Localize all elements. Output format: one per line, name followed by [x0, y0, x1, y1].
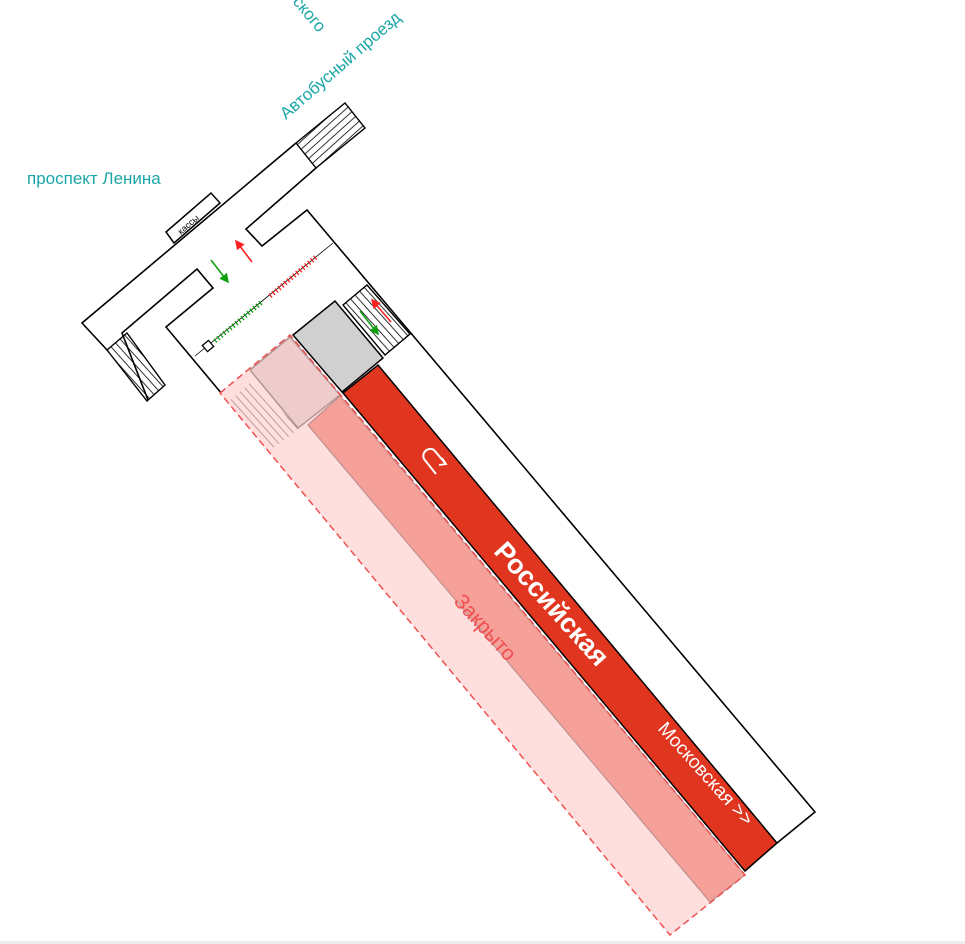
platform-track-active [341, 363, 779, 873]
entry-turnstiles [213, 299, 265, 343]
street-label-bus: Автобусный проезд [276, 8, 404, 123]
page-bottom-border [0, 941, 965, 944]
green-arrow-icon [210, 259, 229, 284]
street-label-lenina: проспект Ленина [27, 169, 161, 188]
u-turn-icon [422, 447, 446, 475]
red-arrow-icon [370, 298, 392, 323]
escalator-hall [291, 299, 385, 394]
street-label-partial: ского [289, 0, 330, 36]
stairs-lenina [106, 331, 166, 403]
stairs-platform [342, 284, 411, 356]
closed-area: Закрыто [218, 333, 747, 937]
red-arrow-icon [235, 239, 253, 263]
turnstiles [194, 242, 334, 357]
exit-turnstiles [268, 255, 318, 298]
green-arrow-icon [359, 310, 379, 336]
stairs-bus [295, 102, 366, 169]
cashier-box: кассы [164, 191, 222, 245]
